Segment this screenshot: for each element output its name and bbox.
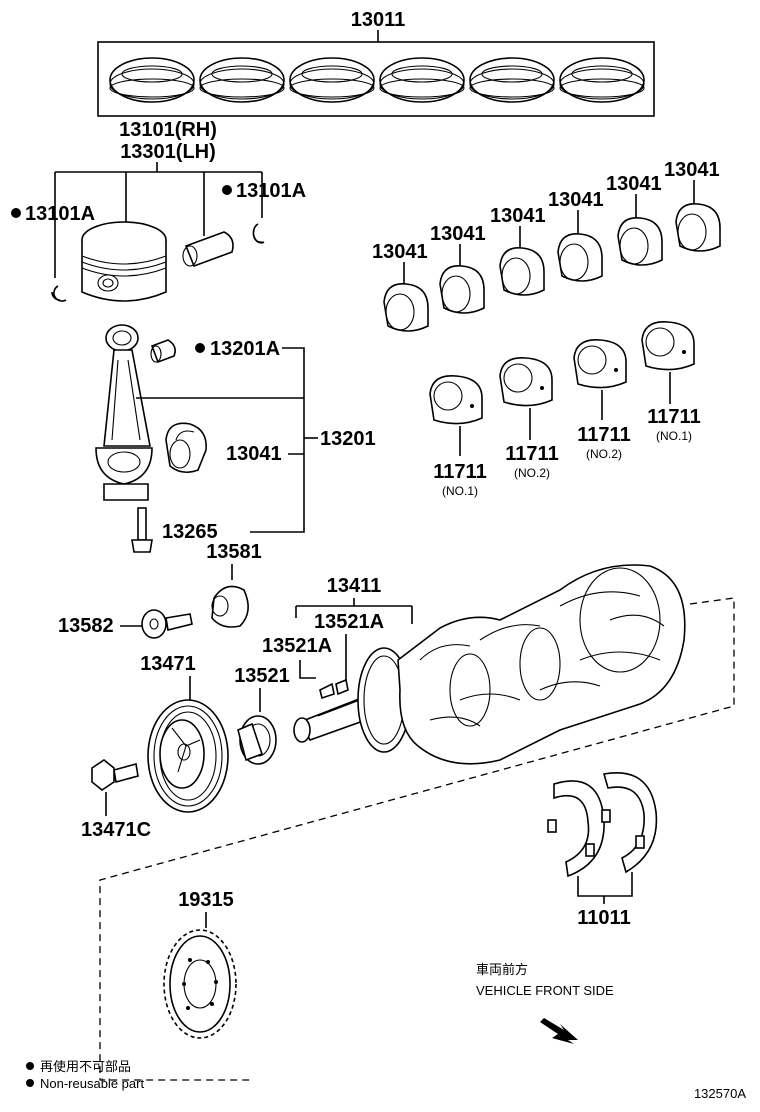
- diagram-id: 132570A: [694, 1086, 746, 1101]
- non-reusable-dot-right: [222, 185, 232, 195]
- direction-en: VEHICLE FRONT SIDE: [476, 983, 614, 998]
- label-13471c[interactable]: 13471C: [81, 819, 151, 841]
- vehicle-front-indicator: 車両前方 VEHICLE FRONT SIDE: [476, 962, 614, 1044]
- lower-main-bearings: 11711 (NO.1) 11711 (NO.2) 11711 (NO.2) 1…: [429, 321, 701, 498]
- lower-bearing-1: [429, 375, 483, 425]
- idler-bolt: [141, 609, 193, 639]
- label-13041-4[interactable]: 13041: [548, 189, 604, 211]
- timing-rotor-group: 19315: [163, 889, 237, 1039]
- label-13101-rh[interactable]: 13101(RH): [119, 119, 217, 141]
- crank-timing-gear: [237, 715, 277, 765]
- label-13521[interactable]: 13521: [234, 665, 290, 687]
- legend: 再使用不可部品 Non-reusable part: [26, 1059, 144, 1091]
- legend-dot-icon-2: [26, 1079, 34, 1087]
- label-13201[interactable]: 13201: [320, 428, 376, 450]
- snap-ring-left: [51, 285, 67, 302]
- label-13011[interactable]: 13011: [351, 9, 406, 31]
- idler-spacer: [211, 585, 249, 628]
- label-11711-2[interactable]: 11711: [505, 443, 558, 465]
- label-13201a[interactable]: 13201A: [210, 338, 280, 360]
- upper-bearing-6: [675, 203, 721, 252]
- label-13582[interactable]: 13582: [58, 615, 114, 637]
- lower-bearing-2: [499, 357, 553, 407]
- lower-bearing-4: [641, 321, 695, 371]
- legend-en: Non-reusable part: [40, 1076, 144, 1091]
- label-13521a-left[interactable]: 13521A: [262, 635, 332, 657]
- upper-bearing-3: [499, 247, 545, 296]
- legend-dot-icon: [26, 1062, 34, 1070]
- label-13521a-top[interactable]: 13521A: [314, 611, 384, 633]
- label-13411[interactable]: 13411: [327, 575, 382, 597]
- label-11711-4-sub: (NO.1): [656, 429, 692, 443]
- upper-main-bearings: 13041 13041 13041 13041 13041 13041: [372, 159, 721, 332]
- rod-bearing: [165, 422, 207, 474]
- label-13041-3[interactable]: 13041: [490, 205, 546, 227]
- label-13101a-left[interactable]: 13101A: [25, 203, 95, 225]
- direction-jp: 車両前方: [476, 962, 528, 977]
- non-reusable-dot-13201a: [195, 343, 205, 353]
- piston: [81, 221, 167, 302]
- upper-bearing-4: [557, 233, 603, 282]
- label-11711-4[interactable]: 11711: [647, 406, 700, 428]
- label-13041-rod[interactable]: 13041: [226, 443, 282, 465]
- legend-jp: 再使用不可部品: [40, 1059, 131, 1074]
- label-13581[interactable]: 13581: [206, 541, 262, 563]
- label-11011[interactable]: 11011: [577, 907, 630, 929]
- lower-bearing-3: [573, 339, 627, 389]
- upper-bearing-1: [383, 283, 429, 332]
- upper-bearing-5: [617, 217, 663, 266]
- rod-bolt: [131, 507, 153, 553]
- label-11711-3[interactable]: 11711: [577, 424, 630, 446]
- pulley-bolt: [91, 759, 139, 791]
- label-11711-1[interactable]: 11711: [433, 461, 486, 483]
- label-13041-2[interactable]: 13041: [430, 223, 486, 245]
- label-11711-2-sub: (NO.2): [514, 466, 550, 480]
- crank-front-parts: 13581 13582 13411 13521A 13521A 13471 13…: [58, 541, 413, 841]
- crankshaft: [293, 564, 686, 765]
- label-13301-lh[interactable]: 13301(LH): [120, 141, 216, 163]
- label-13041-6[interactable]: 13041: [664, 159, 720, 181]
- label-13471[interactable]: 13471: [140, 653, 196, 675]
- direction-arrow-icon: [540, 1018, 578, 1044]
- piston-group: 13101(RH) 13301(LH) 13101A 13101A: [11, 119, 306, 302]
- non-reusable-dot-left: [11, 208, 21, 218]
- crank-pulley: [147, 699, 229, 813]
- piston-rings: [109, 57, 645, 103]
- connecting-rod-group: 13201A 13041 13201 13265: [95, 324, 376, 553]
- label-13041-1[interactable]: 13041: [372, 241, 428, 263]
- label-11711-3-sub: (NO.2): [586, 447, 622, 461]
- assembly-boundary: [99, 597, 735, 1081]
- label-13265[interactable]: 13265: [162, 521, 218, 543]
- snap-ring-right: [252, 223, 265, 244]
- upper-bearing-2: [439, 265, 485, 314]
- label-19315[interactable]: 19315: [178, 889, 234, 911]
- piston-pin: [182, 231, 234, 268]
- timing-rotor: [163, 929, 237, 1039]
- small-end-bushing: [150, 339, 176, 364]
- ring-set-frame: [97, 41, 655, 117]
- label-13041-5[interactable]: 13041: [606, 173, 662, 195]
- label-11711-1-sub: (NO.1): [442, 484, 478, 498]
- piston-ring-set-group: 13011: [97, 9, 655, 117]
- label-13101a-right[interactable]: 13101A: [236, 180, 306, 202]
- thrust-washers: 11011: [547, 772, 658, 929]
- connecting-rod: [95, 324, 153, 501]
